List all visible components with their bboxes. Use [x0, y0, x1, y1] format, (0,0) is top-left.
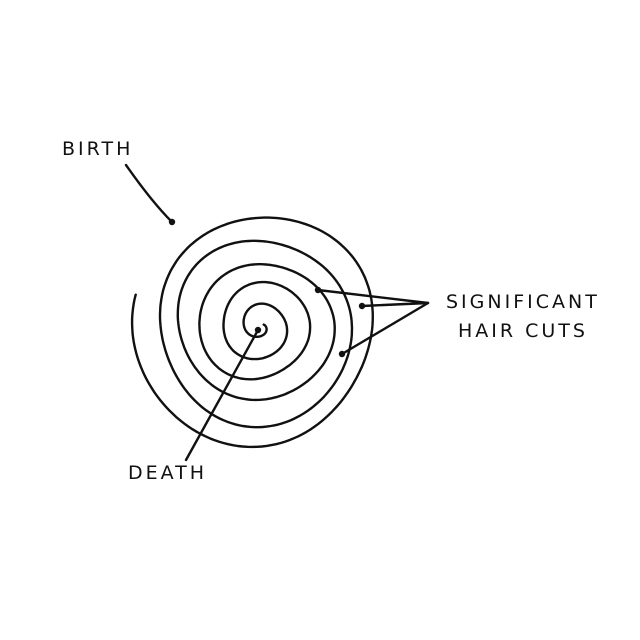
birth-dot [168, 218, 176, 226]
haircut-dot-3 [338, 350, 346, 358]
death-pointer-line [184, 328, 260, 462]
haircut-pointer-3 [340, 301, 430, 356]
death-dot [254, 326, 262, 334]
paper-sheet [44, 44, 604, 604]
death-label: DEATH [128, 462, 208, 484]
haircut-pointer-1 [316, 288, 430, 305]
haircut-pointer-2 [360, 301, 430, 308]
birth-pointer-line [124, 163, 174, 224]
life-spiral [130, 216, 374, 449]
birth-label: BIRTH [62, 138, 134, 160]
haircuts-label-line1: SIGNIFICANT [446, 291, 600, 313]
haircut-dot-2 [358, 302, 366, 310]
haircut-dot-1 [314, 286, 322, 294]
haircuts-label-line2: HAIR CUTS [458, 320, 588, 342]
